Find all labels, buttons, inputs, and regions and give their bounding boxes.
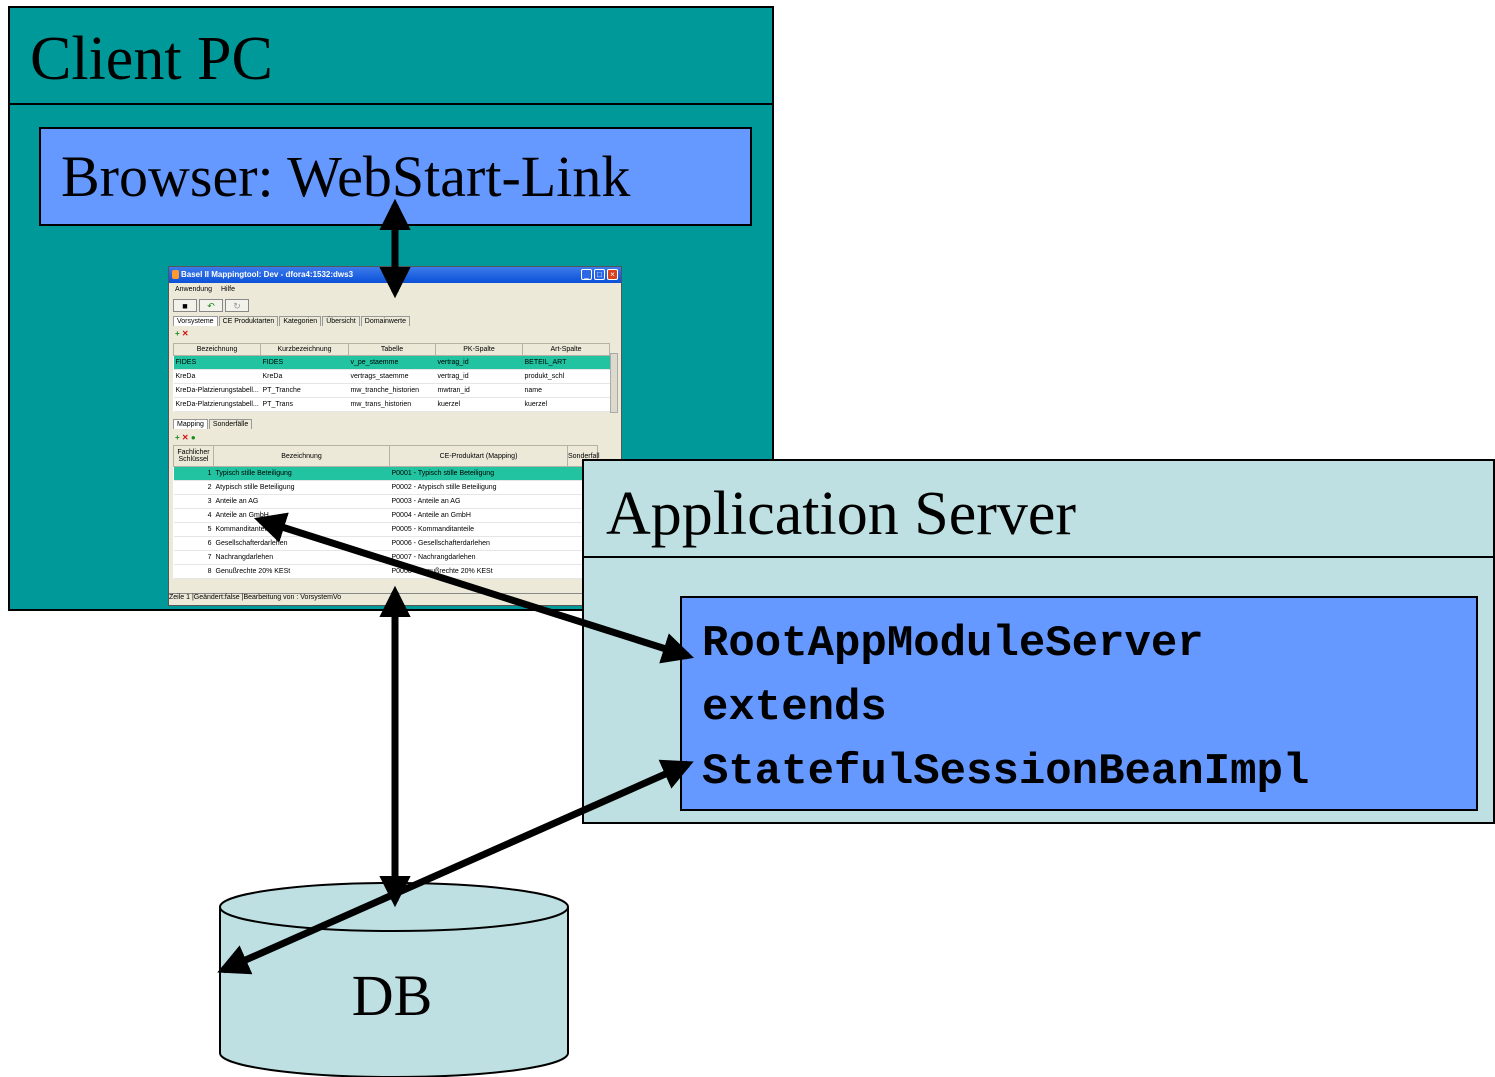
add-row-icon[interactable]: +: [175, 433, 180, 442]
table-cell: kuerzel: [522, 397, 610, 412]
table-cell: Anteile an AG: [213, 494, 390, 509]
toolbar: ■ ↶ ↻: [169, 298, 621, 314]
tab-vorsysteme[interactable]: Vorsysteme: [173, 316, 218, 326]
table-cell: 6: [173, 536, 214, 551]
tab-ce-produktarten[interactable]: CE Produktarten: [218, 316, 279, 326]
column-header[interactable]: CE-Produktart (Mapping): [389, 445, 568, 467]
table-cell: 1: [173, 466, 214, 481]
menu-anwendung[interactable]: Anwendung: [175, 286, 212, 293]
table-cell: v_pe_staemme: [348, 355, 436, 370]
table-cell: KreDa: [173, 369, 261, 384]
table-cell: produkt_schl: [522, 369, 610, 384]
column-header[interactable]: Art-Spalte: [522, 343, 610, 356]
table-row[interactable]: 1 Typisch stille Beteiligung P0001 - Typ…: [173, 466, 598, 481]
module-superclass-name: StatefulSessionBeanImpl: [702, 747, 1310, 797]
table-scrollbar[interactable]: [610, 353, 618, 413]
row-action-icons-bottom: + ✕ ●: [175, 433, 196, 442]
table-cell: kuerzel: [435, 397, 523, 412]
tab-kategorien[interactable]: Kategorien: [279, 316, 322, 326]
table-cell: 3: [173, 494, 214, 509]
client-pc-header: Client PC: [10, 8, 772, 105]
tab-sonderfaelle[interactable]: Sonderfälle: [208, 419, 253, 429]
table-row[interactable]: 2 Atypisch stille Beteiligung P0002 - At…: [173, 480, 598, 495]
db-cylinder: DB: [219, 882, 569, 1077]
add-row-icon[interactable]: +: [175, 329, 180, 338]
table-cell: name: [522, 383, 610, 398]
table-cell: FIDES: [173, 355, 261, 370]
browser-label: Browser: WebStart-Link: [61, 144, 631, 209]
undo-icon[interactable]: ↶: [199, 299, 223, 312]
tab-mapping[interactable]: Mapping: [173, 419, 208, 429]
table-cell: 7: [173, 550, 214, 565]
table-cell: vertrag_id: [435, 369, 523, 384]
arrow-app-to-server: [253, 512, 695, 664]
table-row[interactable]: KreDa-Platzierungstabell... PT_Trans mw_…: [173, 397, 610, 412]
browser-box: Browser: WebStart-Link: [39, 127, 752, 226]
table-cell: P0001 - Typisch stille Beteiligung: [389, 466, 568, 481]
table-cell: Typisch stille Beteiligung: [213, 466, 390, 481]
client-pc-title: Client PC: [30, 25, 273, 93]
column-header[interactable]: Bezeichnung: [173, 343, 261, 356]
table-cell: mwtran_id: [435, 383, 523, 398]
refresh-circle-icon[interactable]: ●: [190, 433, 196, 442]
table-cell: FIDES: [260, 355, 349, 370]
table-cell: P0002 - Atypisch stille Beteiligung: [389, 480, 568, 495]
table-cell: 8: [173, 564, 214, 579]
delete-row-icon[interactable]: ✕: [181, 433, 189, 442]
root-app-module-box: RootAppModuleServer extends StatefulSess…: [680, 596, 1478, 811]
tab-uebersicht[interactable]: Übersicht: [322, 316, 360, 326]
minimize-icon[interactable]: _: [581, 269, 592, 280]
table-cell: vertrags_staemme: [348, 369, 436, 384]
table-cell: 5: [173, 522, 214, 537]
window-title: Basel II Mappingtool: Dev - dfora4:1532:…: [181, 270, 354, 279]
arrow-db-to-server: [217, 759, 694, 975]
table-cell: Atypisch stille Beteiligung: [213, 480, 390, 495]
close-icon[interactable]: ×: [607, 269, 618, 280]
db-label: DB: [352, 963, 433, 1028]
module-extends-keyword: extends: [702, 683, 887, 733]
column-header[interactable]: Tabelle: [348, 343, 436, 356]
table-cell: 4: [173, 508, 214, 523]
table-row[interactable]: KreDa-Platzierungstabell... PT_Tranche m…: [173, 383, 610, 398]
table-cell: KreDa-Platzierungstabell...: [173, 383, 261, 398]
table-cell: mw_tranche_historien: [348, 383, 436, 398]
row-action-icons-top: + ✕: [175, 329, 189, 338]
table-row[interactable]: KreDa KreDa vertrags_staemme vertrag_id …: [173, 369, 610, 384]
table-row[interactable]: 3 Anteile an AG P0003 - Anteile an AG: [173, 494, 598, 509]
app-icon: [172, 270, 179, 279]
column-header[interactable]: PK-Spalte: [435, 343, 523, 356]
table-cell: KreDa-Platzierungstabell...: [173, 397, 261, 412]
maximize-icon[interactable]: □: [594, 269, 605, 280]
table-cell: PT_Trans: [260, 397, 349, 412]
save-icon[interactable]: ■: [173, 299, 197, 312]
tab-domainwerte[interactable]: Domainwerte: [360, 316, 411, 326]
refresh-icon[interactable]: ↻: [225, 299, 249, 312]
table-cell: 2: [173, 480, 214, 495]
delete-row-icon[interactable]: ✕: [181, 329, 189, 338]
column-header[interactable]: Kurzbezeichnung: [260, 343, 349, 356]
table-cell: KreDa: [260, 369, 349, 384]
table-cell: BETEIL_ART: [522, 355, 610, 370]
table-cell: vertrag_id: [435, 355, 523, 370]
table-cell: P0003 - Anteile an AG: [389, 494, 568, 509]
table-cell: PT_Tranche: [260, 383, 349, 398]
column-header[interactable]: Fachlicher Schlüssel: [173, 445, 214, 467]
table-cell: mw_trans_historien: [348, 397, 436, 412]
table-row[interactable]: FIDES FIDES v_pe_staemme vertrag_id BETE…: [173, 355, 610, 370]
table-vorsysteme: Bezeichnung Kurzbezeichnung Tabelle PK-S…: [173, 343, 610, 412]
module-class-name: RootAppModuleServer: [702, 619, 1204, 669]
client-pc-box: Client PC Browser: WebStart-Link: [8, 6, 774, 611]
menu-hilfe[interactable]: Hilfe: [221, 286, 236, 293]
